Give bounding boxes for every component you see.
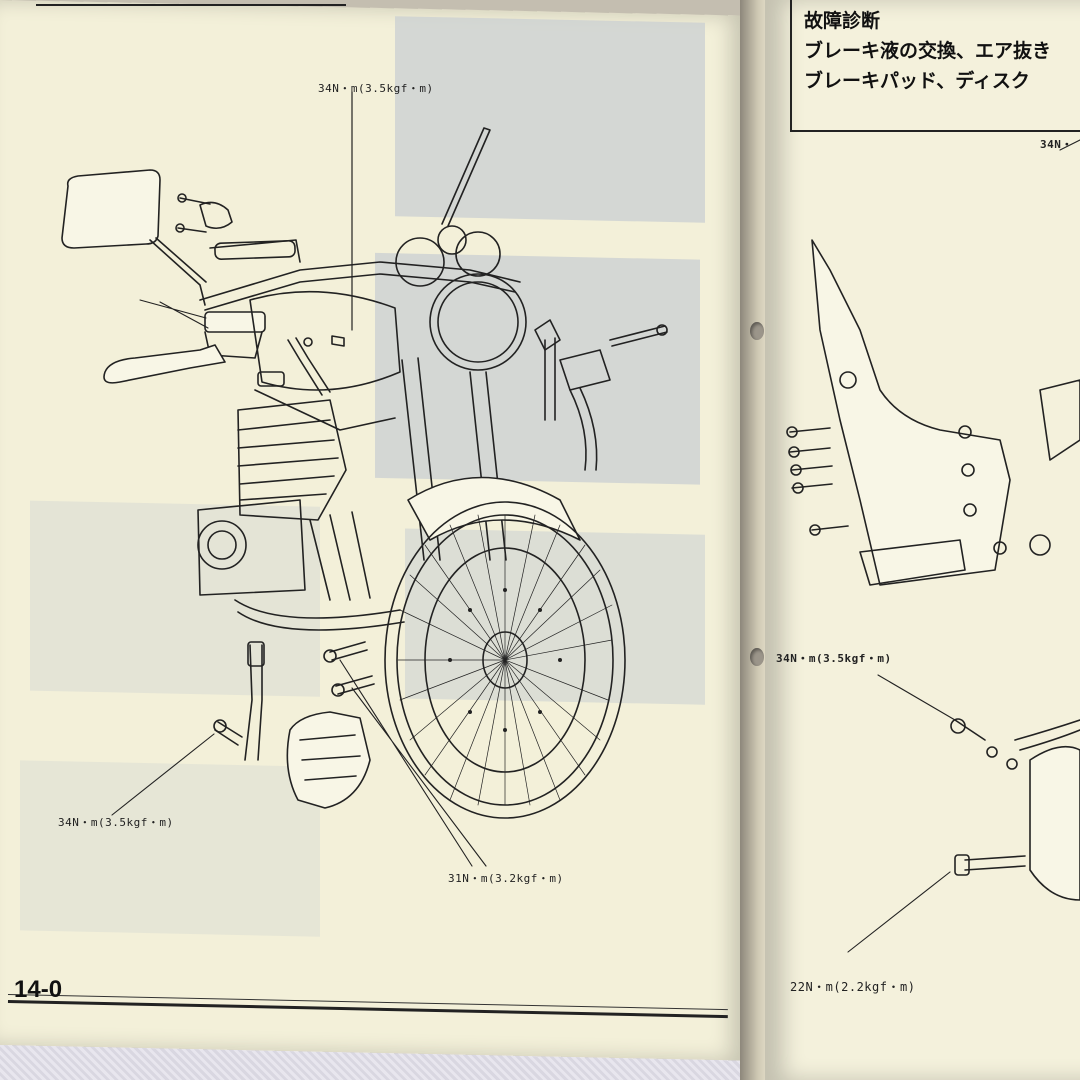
binder-hole: [750, 322, 764, 340]
top-rule: [36, 4, 346, 6]
heading-diagnosis: 故障診断: [804, 10, 881, 32]
binder-hole: [750, 648, 764, 666]
torque-label-bottom-left: 34N・m(3.5kgf・m): [58, 816, 174, 829]
heading-fluid-change: ブレーキ液の交換、エア抜き: [804, 40, 1052, 62]
heading-pads-disc: ブレーキパッド、ディスク: [804, 70, 1030, 92]
torque-label-bottom-center: 31N・m(3.2kgf・m): [448, 872, 564, 885]
torque-label-right-top-partial: 34N・: [1040, 138, 1073, 151]
torque-label-top-left: 34N・m(3.5kgf・m): [318, 82, 434, 95]
torque-label-right-mid: 34N・m(3.5kgf・m): [776, 652, 892, 665]
torque-label-right-bottom: 22N・m(2.2kgf・m): [790, 980, 916, 994]
chapter-header-box: [790, 0, 1080, 132]
page-number: 14-0: [14, 976, 63, 1003]
